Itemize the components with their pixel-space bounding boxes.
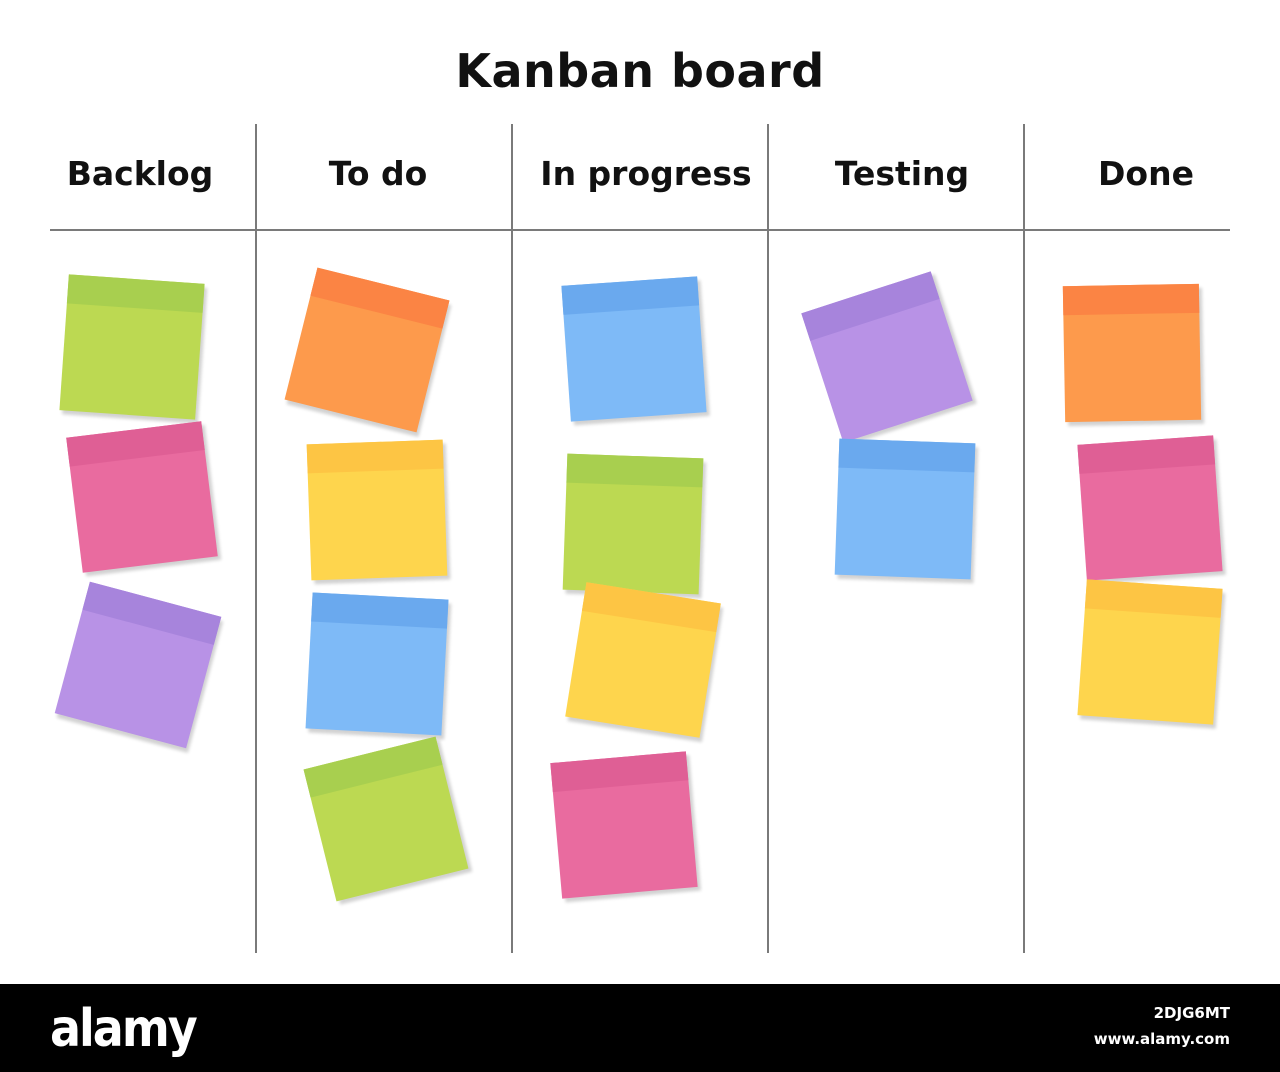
note-band [838,438,976,472]
column-header-in-progress: In progress [540,154,752,193]
note-band [82,581,222,645]
note-band [1084,579,1223,618]
board-title: Kanban board [455,44,825,98]
note-band [801,271,940,341]
header-divider [50,229,1230,231]
blue-sticky-note[interactable] [305,592,449,736]
note-band [550,751,689,792]
green-sticky-note[interactable] [303,736,469,902]
note-band [311,592,449,629]
blue-sticky-note[interactable] [561,276,707,422]
note-band [66,421,205,467]
column-divider [1023,124,1025,953]
note-band [561,276,700,315]
column-divider [511,124,513,953]
purple-sticky-note[interactable] [801,271,973,443]
image-id: 2DJG6MT [1153,1004,1230,1022]
yellow-sticky-note[interactable] [1077,579,1223,725]
column-divider [255,124,257,953]
green-sticky-note[interactable] [59,274,205,420]
pink-sticky-note[interactable] [1077,435,1223,581]
column-divider [767,124,769,953]
column-header-backlog: Backlog [66,154,214,193]
note-band [1062,283,1200,315]
site-url: www.alamy.com [1093,1030,1230,1048]
note-band [66,274,205,313]
watermark-footer: alamy 2DJG6MT www.alamy.com [0,984,1280,1072]
yellow-sticky-note[interactable] [306,439,448,581]
blue-sticky-note[interactable] [834,438,976,580]
green-sticky-note[interactable] [562,453,704,595]
purple-sticky-note[interactable] [54,581,222,749]
column-header-to-do: To do [328,154,428,193]
alamy-logo: alamy [50,998,198,1059]
pink-sticky-note[interactable] [550,751,698,899]
note-band [1077,435,1216,474]
column-header-testing: Testing [834,154,970,193]
column-header-done: Done [1098,154,1194,193]
note-band [310,267,450,329]
kanban-board: Kanban board Backlog To do In progress T… [50,44,1230,953]
note-band [303,736,443,798]
note-band [566,453,704,487]
orange-sticky-note[interactable] [284,267,450,433]
orange-sticky-note[interactable] [1062,283,1202,423]
pink-sticky-note[interactable] [66,421,218,573]
note-band [306,439,444,473]
yellow-sticky-note[interactable] [565,582,721,738]
